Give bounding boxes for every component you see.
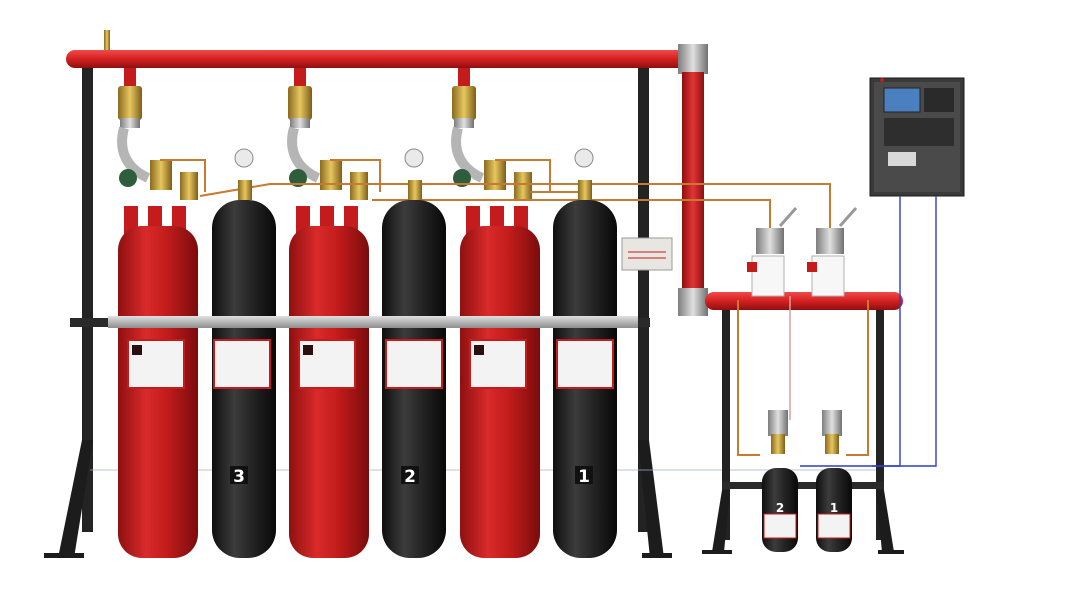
pipe-elbow-bottom <box>678 288 708 316</box>
cylinder-label <box>213 339 271 389</box>
valve-assembly-1 <box>451 68 532 200</box>
selector-valve-1 <box>807 207 858 297</box>
black-cylinder-1: 1 <box>553 148 617 558</box>
pilot-stand <box>702 296 904 554</box>
pilot-cylinder-number-2: 2 <box>776 501 784 515</box>
selector-valve-2 <box>747 207 798 297</box>
valve-assemblies <box>117 68 532 200</box>
cylinder-number-3: 3 <box>233 467 245 487</box>
cylinder-number-1: 1 <box>578 467 590 487</box>
cylinder-label <box>556 339 614 389</box>
pilot-cylinders: 2 1 <box>762 410 852 552</box>
main-cylinder-bank: 3 2 1 <box>108 148 638 558</box>
black-cylinder-3: 3 <box>212 148 276 558</box>
frame-post-right <box>638 62 649 532</box>
pilot-cylinder-1: 1 <box>816 410 852 552</box>
selector-valves <box>747 207 858 297</box>
panel-screen <box>883 87 921 113</box>
valve-assembly-2 <box>287 68 368 200</box>
cylinder-number-2: 2 <box>404 467 416 487</box>
valve-assembly-3 <box>117 68 198 200</box>
frame-foot-left <box>58 440 93 558</box>
retaining-strap <box>108 316 638 328</box>
frame-foot-right <box>638 440 664 558</box>
red-cylinder-3 <box>460 206 540 558</box>
black-cylinder-2: 2 <box>382 148 446 558</box>
distribution-pipe <box>705 292 903 310</box>
cylinder-label <box>385 339 443 389</box>
pilot-cylinder-2: 2 <box>762 410 798 552</box>
signal-wires <box>800 196 937 467</box>
warning-plate <box>621 237 673 271</box>
red-cylinder-1 <box>118 206 198 558</box>
fire-alarm-control-panel-icon <box>869 77 965 197</box>
red-cylinder-2 <box>289 206 369 558</box>
pipe-elbow-top <box>678 44 708 74</box>
frame-post-left <box>82 62 93 532</box>
pilot-cylinder-number-1: 1 <box>830 501 838 515</box>
